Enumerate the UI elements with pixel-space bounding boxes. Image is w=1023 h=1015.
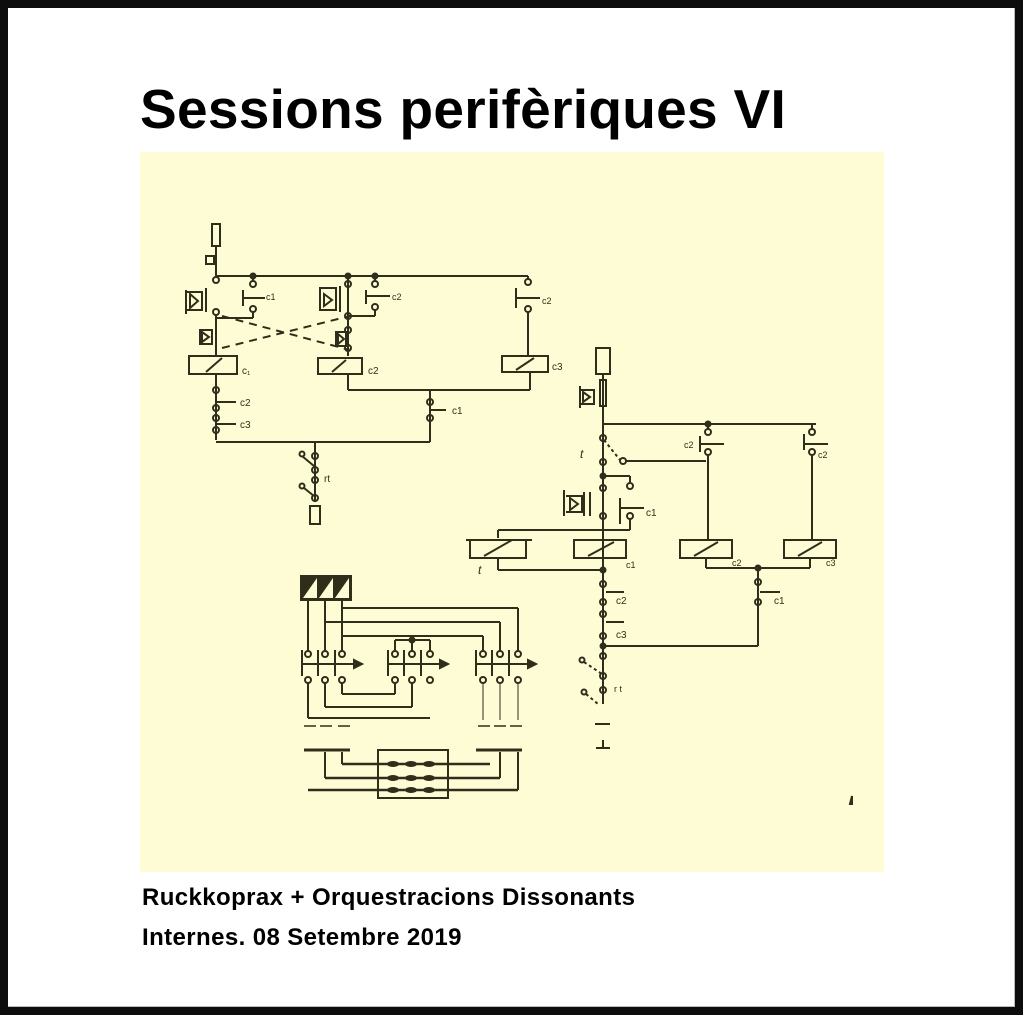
- svg-text:r t: r t: [614, 684, 622, 694]
- svg-text:rt: rt: [324, 474, 330, 485]
- poster-title: Sessions perifèriques VI: [140, 78, 787, 140]
- svg-text:c2: c2: [392, 292, 402, 302]
- svg-text:c1: c1: [774, 596, 785, 607]
- svg-text:c3: c3: [240, 420, 251, 431]
- svg-text:c2: c2: [684, 440, 694, 450]
- svg-text:t: t: [580, 447, 584, 461]
- svg-text:c1: c1: [626, 560, 636, 570]
- svg-text:c2: c2: [240, 398, 251, 409]
- svg-text:c1: c1: [646, 508, 657, 519]
- svg-text:c1: c1: [452, 406, 463, 417]
- svg-text:c2: c2: [542, 296, 552, 306]
- svg-text:c3: c3: [552, 362, 563, 373]
- svg-text:c2: c2: [818, 450, 828, 460]
- caption-date: Internes. 08 Setembre 2019: [142, 924, 462, 951]
- caption-performers: Ruckkoprax + Orquestracions Dissonants: [142, 884, 636, 911]
- svg-text:c3: c3: [616, 630, 627, 641]
- svg-text:c3: c3: [826, 558, 836, 568]
- svg-text:c2: c2: [616, 596, 627, 607]
- circuit-schematic-artwork: c₁ c2 c3 c1: [140, 152, 884, 872]
- schematic-drawing: c₁ c2 c3 c1: [185, 223, 853, 805]
- svg-text:c1: c1: [266, 292, 276, 302]
- svg-text:c₁: c₁: [242, 366, 251, 377]
- svg-text:t: t: [478, 563, 482, 577]
- svg-text:c2: c2: [368, 366, 379, 377]
- svg-text:c2: c2: [732, 558, 742, 568]
